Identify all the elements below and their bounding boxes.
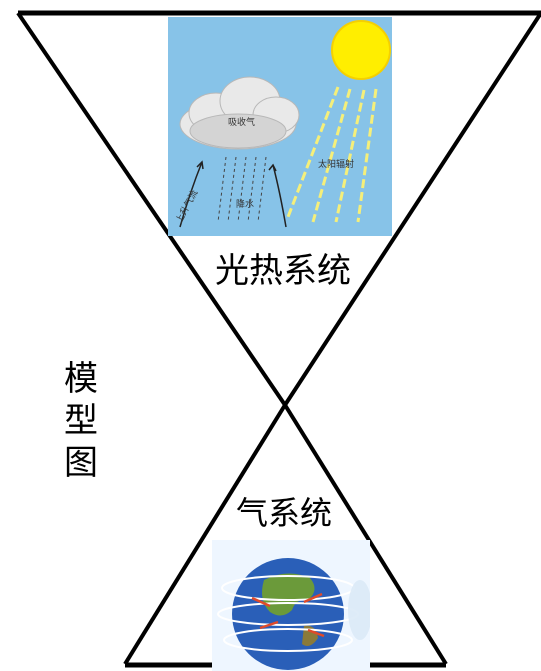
updraft-arrows: [179, 160, 287, 228]
left-diagonal-lower: [123, 403, 287, 666]
heat-system-label: 光热系统: [213, 251, 353, 291]
rain-lines: [217, 156, 267, 223]
cloud-icon: [179, 76, 300, 150]
cloud-band: [348, 580, 370, 640]
air-system-picture: [212, 540, 370, 671]
rain-label: 降水: [236, 198, 254, 210]
globe-icon: [232, 558, 344, 670]
right-diagonal-upper: [283, 11, 541, 407]
sun-icon: [331, 20, 391, 80]
cloud-label: 吸收气: [228, 116, 255, 128]
right-diagonal-lower: [283, 403, 448, 666]
heat-system-picture: 太阳辐射 吸收气 降水 上升气流: [168, 17, 392, 236]
land-mass: [262, 573, 315, 616]
model-diagram-label: 模型图: [64, 359, 98, 483]
left-diagonal-upper: [16, 11, 287, 407]
solar-radiation-rays: [286, 86, 378, 223]
air-system-label: 气系统: [234, 494, 335, 532]
wind-arrows: [251, 592, 325, 638]
radiation-label: 太阳辐射: [318, 158, 354, 170]
